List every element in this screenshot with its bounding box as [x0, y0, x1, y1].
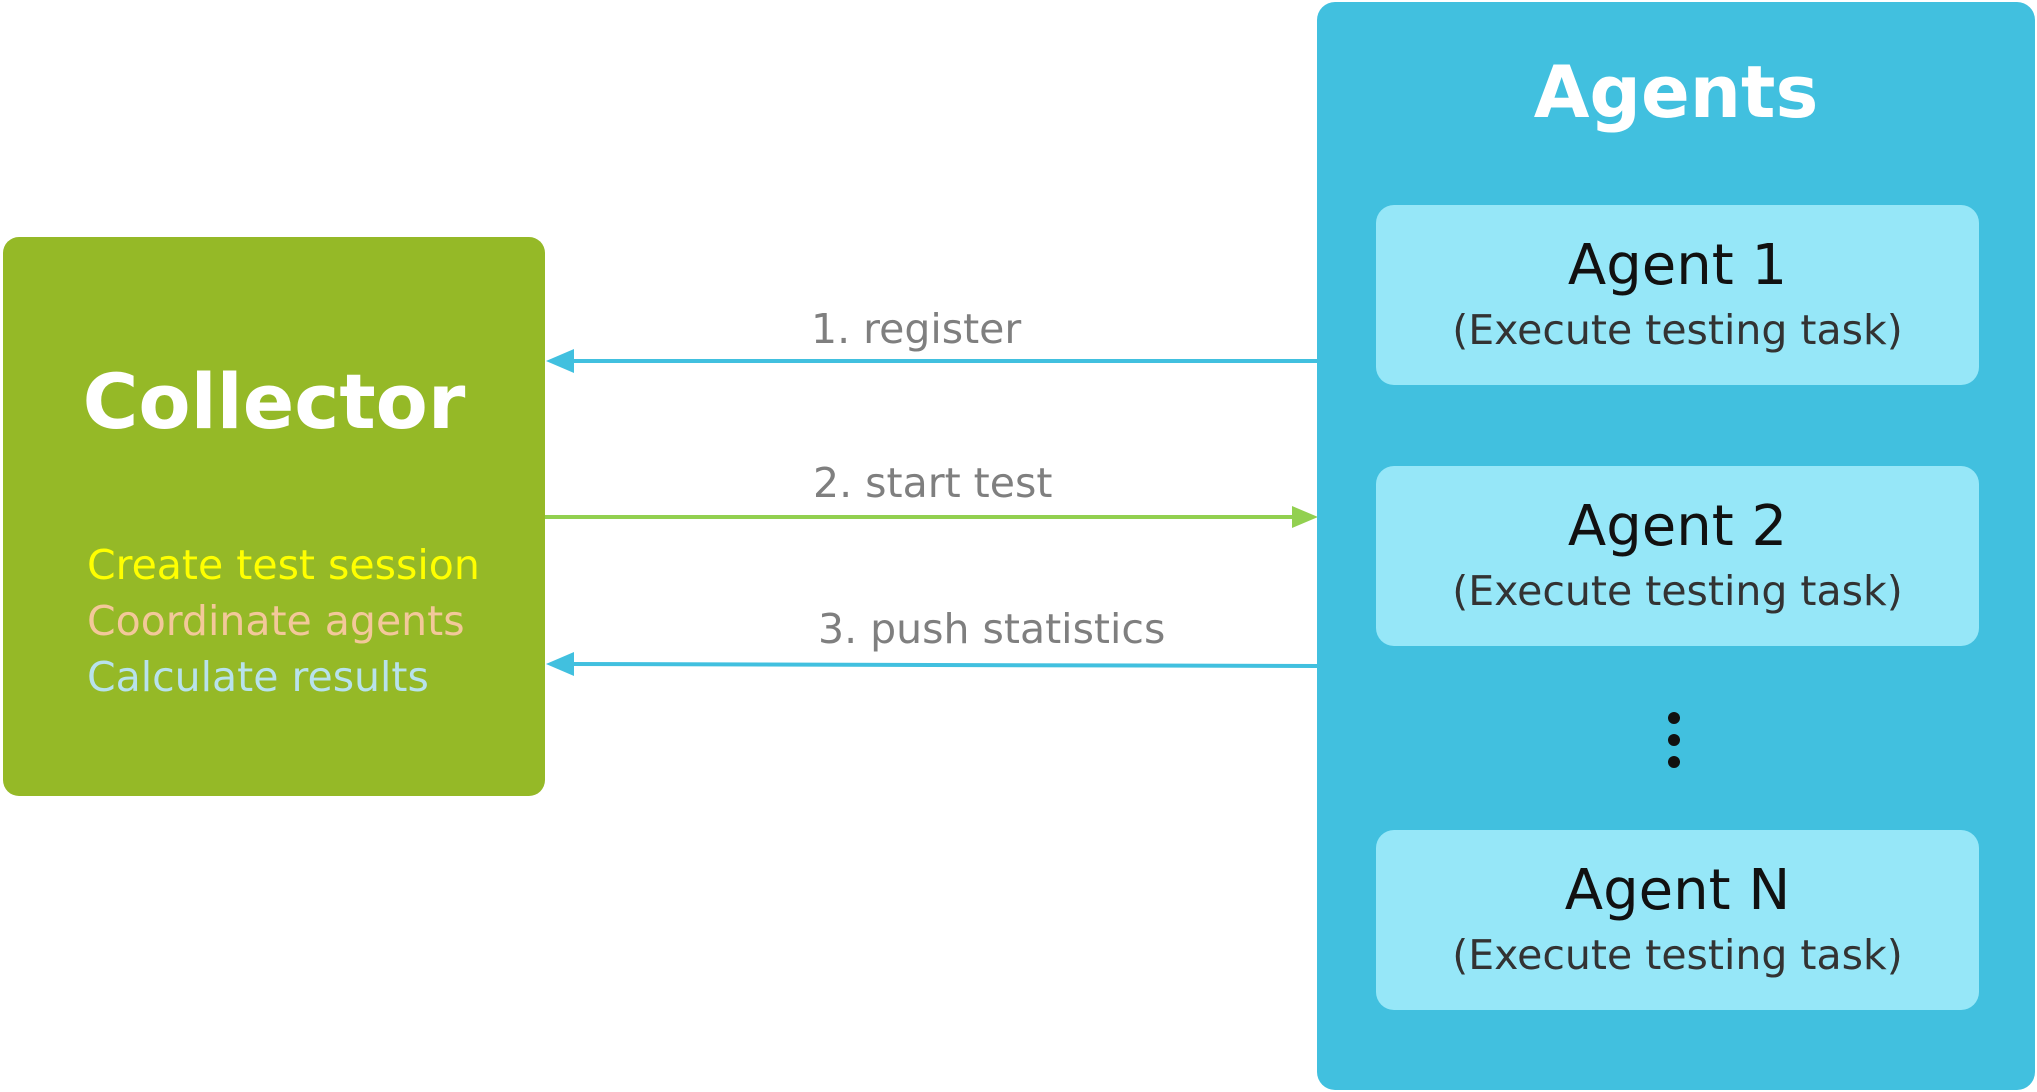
collector-title: Collector [82, 357, 466, 446]
agents-panel: Agents Agent 1 (Execute testing task) Ag… [1317, 2, 2035, 1090]
arrow-label-register: 1. register [811, 305, 1022, 353]
agent-name: Agent 2 [1567, 494, 1788, 559]
agents-title: Agents [1533, 50, 1819, 134]
arrow-register [546, 349, 1317, 373]
arrow-label-start-test: 2. start test [813, 459, 1053, 507]
arrow-start-test [545, 506, 1318, 528]
collector-task-coordinate-agents: Coordinate agents [87, 597, 465, 645]
collector-task-calculate-results: Calculate results [87, 653, 429, 701]
agent-card-2: Agent 2 (Execute testing task) [1376, 466, 1979, 646]
agent-task: (Execute testing task) [1452, 567, 1903, 615]
collector-box: Collector Create test session Coordinate… [3, 237, 545, 796]
collector-task-create-session: Create test session [87, 541, 480, 589]
agent-task: (Execute testing task) [1452, 306, 1903, 354]
agent-card-n: Agent N (Execute testing task) [1376, 830, 1979, 1010]
arrow-push-statistics [546, 652, 1318, 676]
collector-task-list: Create test session Coordinate agents Ca… [87, 537, 480, 705]
agent-name: Agent 1 [1567, 233, 1788, 298]
agent-task: (Execute testing task) [1452, 931, 1903, 979]
agent-card-1: Agent 1 (Execute testing task) [1376, 205, 1979, 385]
arrow-label-push-statistics: 3. push statistics [818, 605, 1166, 653]
agent-name: Agent N [1564, 858, 1791, 923]
